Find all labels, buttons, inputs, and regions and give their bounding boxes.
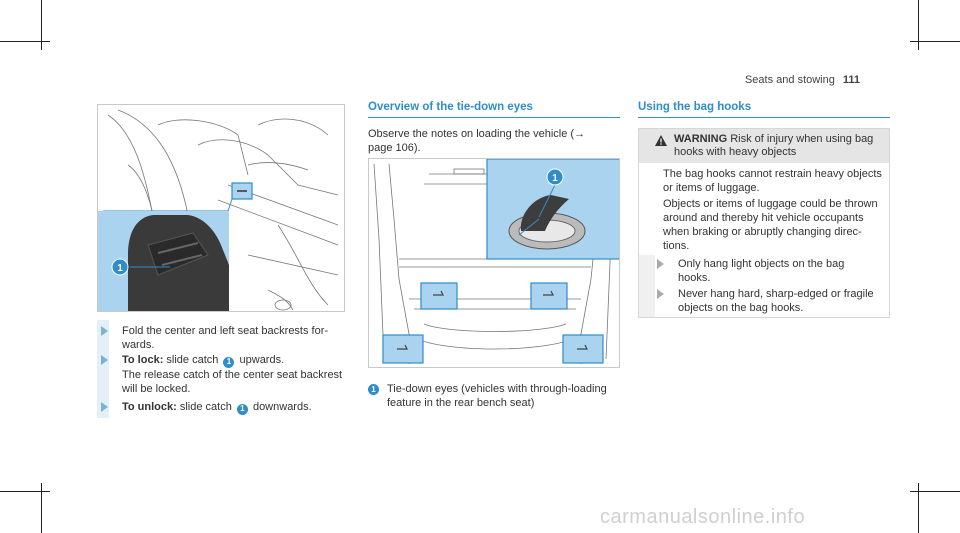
crop-mark xyxy=(910,41,960,42)
step-extra: The release catch of the center seat bac… xyxy=(122,368,343,395)
caption-text: Tie-down eyes (vehicles with through-loa… xyxy=(387,383,607,409)
warning-label: WARNING xyxy=(674,133,728,145)
step-text: slide catch xyxy=(176,401,235,413)
warning-headline: Risk of injury when using bag hooks with… xyxy=(674,133,874,158)
crop-mark xyxy=(41,0,42,50)
arrow-icon xyxy=(101,355,108,365)
step-label: To lock: xyxy=(122,354,164,366)
seat-backrest-figure: 1 xyxy=(97,104,345,312)
step-text-tail: downwards. xyxy=(249,401,312,413)
crop-mark xyxy=(910,491,960,492)
instruction-bar xyxy=(97,320,109,418)
section-rule xyxy=(368,117,620,118)
step-text: Never hang hard, sharp-edged or fragile … xyxy=(678,288,874,314)
step-unlock: To unlock: slide catch 1 downwards. xyxy=(97,400,347,415)
tie-down-figure: 1 xyxy=(368,158,620,368)
tie-down-caption: 1 Tie-down eyes (vehicles with through-l… xyxy=(368,382,620,410)
step-fold: Fold the center and left seat backrests … xyxy=(97,324,347,352)
instruction-bar xyxy=(639,255,655,317)
catch-number-badge: 1 xyxy=(223,356,235,368)
caption-number-badge: 1 xyxy=(368,384,379,395)
warning-header: WARNING Risk of injury when using bag ho… xyxy=(639,129,889,163)
step-lock: To lock: slide catch 1 upwards. The rele… xyxy=(97,353,347,396)
trunk-illustration: 1 xyxy=(373,159,619,364)
crop-mark xyxy=(41,483,42,533)
step-text: Fold the center and left seat backrests … xyxy=(122,325,329,351)
arrow-icon xyxy=(101,402,108,412)
arrow-icon xyxy=(101,326,108,336)
tie-down-title: Overview of the tie-down eyes xyxy=(368,101,533,113)
warning-box: WARNING Risk of injury when using bag ho… xyxy=(638,128,890,318)
bag-hooks-title: Using the bag hooks xyxy=(638,101,752,113)
crop-mark xyxy=(0,41,50,42)
crop-mark xyxy=(0,491,50,492)
step-text: slide catch xyxy=(163,354,222,366)
catch-number-badge: 1 xyxy=(236,403,248,415)
crop-mark xyxy=(918,483,919,533)
section-name: Seats and stowing xyxy=(744,74,835,86)
step-text-tail: upwards. xyxy=(236,354,285,366)
section-rule xyxy=(638,117,890,118)
running-header: Seats and stowing 111 xyxy=(745,74,860,86)
tie-down-intro: Observe the notes on loading the vehicle… xyxy=(368,128,586,154)
figure-callout: 1 xyxy=(552,173,558,184)
page-number: 111 xyxy=(842,74,860,86)
arrow-icon xyxy=(657,289,664,299)
step-light-objects: Only hang light objects on the bag hooks… xyxy=(639,257,879,285)
warning-paragraph: The bag hooks cannot restrain heavy obje… xyxy=(663,168,882,194)
warning-paragraph: Objects or items of luggage could be thr… xyxy=(663,198,878,252)
warning-triangle-icon xyxy=(655,135,667,146)
crop-mark xyxy=(918,0,919,50)
step-never-hang: Never hang hard, sharp-edged or fragile … xyxy=(639,287,879,315)
watermark: carmanualsonline.info xyxy=(600,506,806,528)
arrow-icon xyxy=(657,259,664,269)
seat-illustration: 1 xyxy=(98,109,339,311)
figure-callout: 1 xyxy=(117,263,123,274)
step-label: To unlock: xyxy=(122,401,177,413)
step-text: Only hang light objects on the bag hooks… xyxy=(678,258,845,284)
